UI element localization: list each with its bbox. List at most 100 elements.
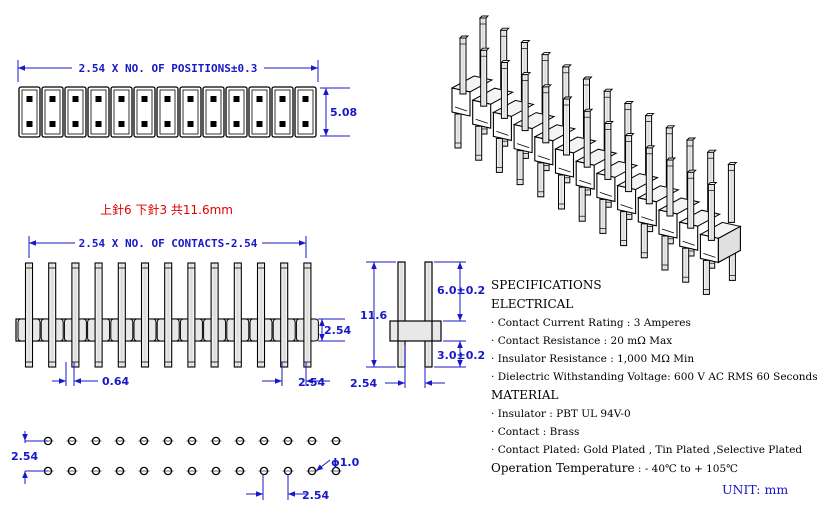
- operation-temperature: Operation Temperature : - 40℃ to + 105℃: [491, 461, 738, 475]
- top-view-cell: [64, 86, 87, 138]
- iso-back-pin-tip: [520, 39, 531, 43]
- iso-block-groove: [496, 131, 509, 136]
- specifications-panel: SPECIFICATIONS ELECTRICAL · Contact Curr…: [491, 276, 826, 479]
- iso-front-pin-lower: [661, 235, 669, 271]
- iso-front-pin-lower: [475, 125, 483, 161]
- iso-front-pin-upper: [459, 37, 467, 95]
- unit-label: UNIT: mm: [722, 482, 789, 497]
- top-view-cell: [271, 86, 294, 138]
- top-view-cell-inner: [297, 89, 314, 135]
- iso-front-pin-lower: [640, 223, 648, 259]
- hole-leader-line: [315, 459, 331, 472]
- iso-front-pin-upper: [687, 171, 695, 229]
- top-view-pin-square: [210, 96, 217, 102]
- top-view-width-dimension: [17, 60, 319, 82]
- top-view-width-label: 2.54 X NO. OF POSITIONS±0.3: [79, 62, 258, 75]
- iso-front-pin-tip: [541, 84, 552, 88]
- top-view-height-label: 5.08: [330, 106, 357, 119]
- iso-block-groove: [537, 155, 550, 161]
- iso-front-pin-tip: [686, 169, 697, 173]
- top-view-pin-square: [187, 121, 194, 127]
- end-view-overall-label: 11.6: [360, 309, 387, 322]
- iso-front-pin-lower: [537, 162, 545, 198]
- iso-front-pin-upper: [480, 49, 488, 107]
- top-view-pin-square: [72, 121, 79, 127]
- top-view-pin-square: [279, 96, 286, 102]
- side-view-height-dimension: [318, 318, 345, 342]
- top-view-pin-square: [95, 96, 102, 102]
- iso-front-pin-tip: [603, 120, 614, 124]
- iso-back-pin-tip: [665, 125, 676, 129]
- iso-front-pin-tip: [583, 108, 594, 112]
- top-view-cell-inner: [44, 89, 61, 135]
- iso-front-pin-lower: [516, 150, 524, 186]
- iso-front-pin-tip: [479, 47, 490, 51]
- top-view-cell: [294, 86, 317, 138]
- electrical-list: · Contact Current Rating : 3 Amperes · C…: [491, 314, 826, 386]
- iso-back-pin-tip: [561, 64, 572, 68]
- side-view: 2.54 X NO. OF CONTACTS-2.54 2.54 0.64 2.…: [15, 236, 351, 389]
- iso-block-groove: [558, 167, 571, 173]
- top-view-pin-square: [72, 96, 79, 102]
- iso-back-pin-tip: [727, 161, 738, 165]
- iso-front-pin-lower: [620, 211, 628, 247]
- iso-front-pin-upper: [521, 74, 529, 132]
- top-view-cells: [18, 86, 317, 138]
- iso-back-pin-tip: [478, 15, 490, 19]
- side-view-pin: [233, 262, 242, 368]
- top-view-pin-square: [187, 96, 194, 102]
- iso-front-pin-tip: [458, 35, 470, 39]
- footprint-col-pitch-label: 2.54: [302, 489, 329, 502]
- iso-front-pin-upper: [500, 61, 508, 119]
- top-view-cell: [225, 86, 248, 138]
- iso-front-pin-upper: [542, 86, 550, 144]
- side-view-pin: [164, 262, 173, 368]
- footprint-row-pitch-label: 2.54: [11, 450, 38, 463]
- top-view-cell: [87, 86, 110, 138]
- spec-item: · Contact Current Rating : 3 Amperes: [491, 317, 691, 329]
- isometric-view: [450, 15, 742, 295]
- side-view-pin: [280, 262, 289, 368]
- side-view-pin: [117, 262, 126, 368]
- iso-block-groove: [661, 228, 675, 234]
- iso-front-pin-tip: [521, 72, 532, 76]
- iso-block-groove: [475, 118, 488, 124]
- top-view-cell: [18, 86, 41, 138]
- iso-front-pin-lower: [599, 198, 607, 234]
- spec-item: · Contact Resistance : 20 mΩ Max: [491, 335, 673, 347]
- end-view-pin-left: [397, 261, 406, 368]
- top-view-pin-square: [302, 121, 309, 127]
- iso-front-pin-lower: [702, 259, 710, 295]
- iso-back-pin-tip: [623, 100, 634, 104]
- side-view-pins: [15, 262, 319, 368]
- iso-block-groove: [579, 179, 592, 185]
- specs-title: SPECIFICATIONS: [491, 278, 602, 292]
- iso-block-groove: [620, 204, 633, 209]
- top-view-cell: [202, 86, 225, 138]
- top-view-pin-square: [49, 121, 56, 127]
- top-view-pin-square: [95, 121, 102, 127]
- iso-front-pin-upper: [583, 110, 591, 168]
- top-view-pin-square: [233, 121, 240, 127]
- iso-block-end-face: [717, 225, 741, 264]
- iso-front-pin-lower: [558, 174, 565, 210]
- iso-front-pin-upper: [625, 135, 633, 193]
- side-view-pin: [210, 262, 219, 368]
- top-view-pin-square: [279, 121, 286, 127]
- end-view-insulator: [389, 320, 442, 342]
- side-view-pin: [140, 262, 150, 368]
- top-view-pin-square: [141, 121, 148, 127]
- side-view-pin: [24, 262, 34, 368]
- pin-length-note: 上針6 下針3 共11.6mm: [100, 203, 233, 217]
- pcb-footprint: [42, 436, 342, 476]
- side-view-pin: [187, 262, 196, 368]
- iso-back-pin-tip: [499, 27, 510, 31]
- top-view-pin-square: [164, 96, 171, 102]
- side-pitch-dimension: [262, 362, 330, 386]
- end-view-upper-label: 6.0±0.2: [437, 284, 485, 297]
- top-view-pin-square: [49, 96, 56, 102]
- top-view: 2.54 X NO. OF POSITIONS±0.3 5.08: [17, 60, 357, 138]
- iso-front-pin-tip: [645, 145, 656, 149]
- end-view-width-label: 2.54: [350, 377, 377, 390]
- spec-item: · Insulator Resistance : 1,000 MΩ Min: [491, 353, 695, 365]
